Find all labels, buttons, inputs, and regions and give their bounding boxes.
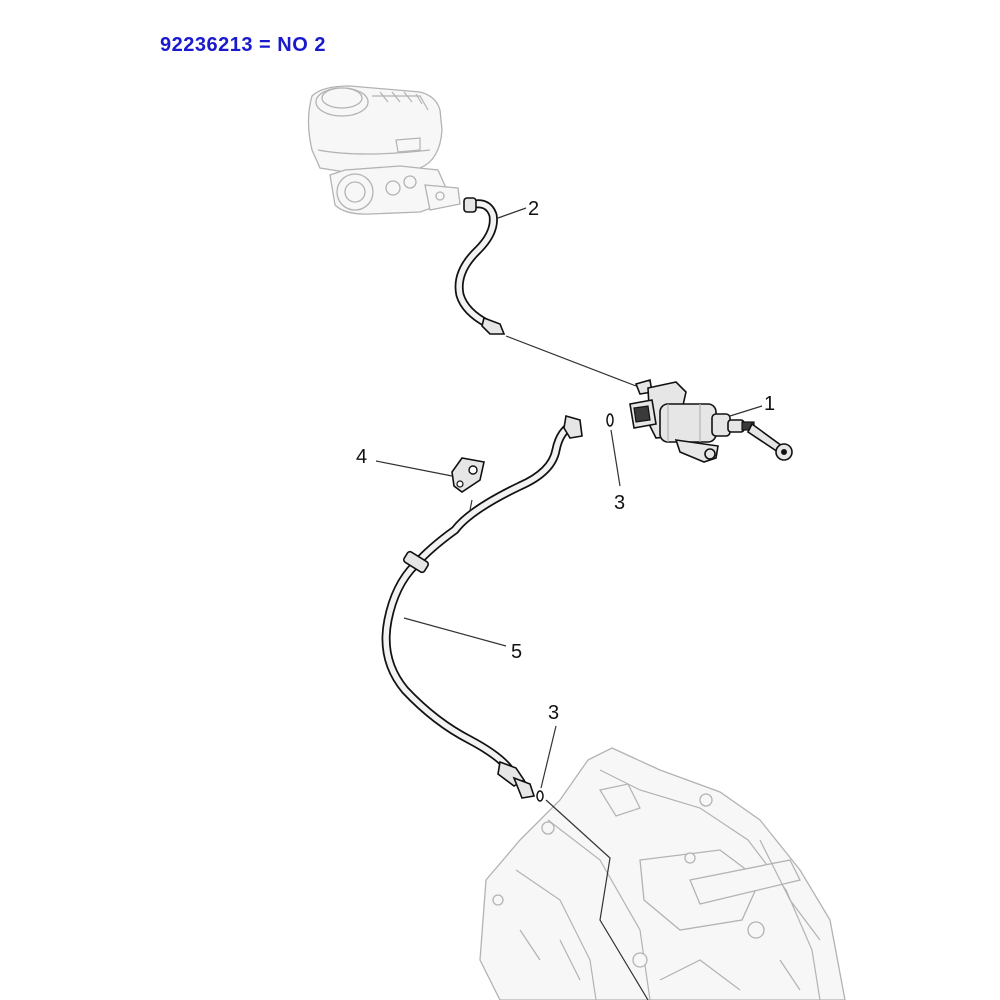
callout-3-lower: 3 <box>548 702 559 724</box>
o-ring-part-3-lower <box>536 725 557 802</box>
reservoir-ghost <box>307 85 461 215</box>
transmission-ghost <box>479 747 846 1000</box>
bracket-part-4 <box>375 457 485 493</box>
supply-hose-part-2 <box>454 197 527 335</box>
callout-4: 4 <box>356 446 367 468</box>
callout-2: 2 <box>528 198 539 220</box>
o-ring-part-3-upper <box>606 413 621 487</box>
callout-3-upper: 3 <box>614 492 625 514</box>
clutch-pipe-part-5 <box>381 414 583 799</box>
callout-1: 1 <box>764 393 775 415</box>
part-number-note: 92236213 = NO 2 <box>160 34 326 56</box>
master-cylinder-part-1 <box>629 378 793 463</box>
callout-5: 5 <box>511 641 522 663</box>
